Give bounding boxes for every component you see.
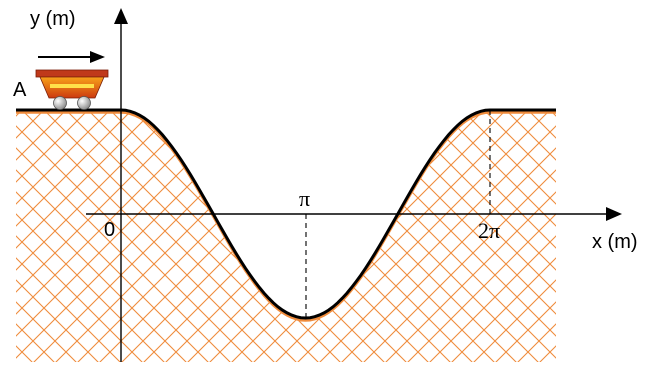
y-axis-label: y (m)	[30, 8, 76, 30]
pi-tick-label: π	[299, 186, 310, 211]
right-arrow-icon	[38, 51, 105, 63]
origin-tick-label: 0	[104, 219, 115, 241]
x-axis-arrowhead	[606, 207, 622, 221]
track-curve	[16, 108, 556, 320]
ground-hatch-region	[16, 112, 556, 362]
y-axis-arrowhead	[114, 8, 128, 24]
two-pi-tick-label: 2π	[478, 218, 500, 243]
mine-cart-icon	[35, 69, 109, 110]
x-axis-label: x (m)	[592, 231, 638, 253]
point-a-label: A	[13, 79, 27, 101]
